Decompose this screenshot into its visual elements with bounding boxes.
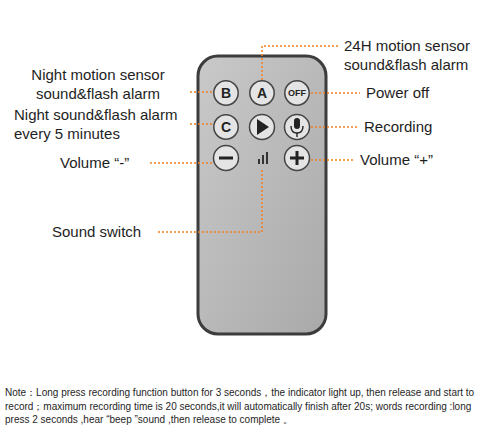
remote-button: B: [213, 80, 239, 106]
callout-label: Power off: [366, 84, 486, 103]
remote-button: C: [213, 114, 239, 140]
callout-label: 24H motion sensor sound&flash alarm: [344, 37, 494, 75]
button-letter: A: [249, 80, 275, 106]
button-letter: B: [213, 80, 239, 106]
leader-lines: [150, 46, 360, 232]
callout-label: Recording: [364, 118, 484, 137]
callout-label: Volume “+”: [360, 151, 480, 170]
sound-switch-icon: [258, 152, 268, 164]
record-button: [285, 115, 310, 140]
note-text: Note：Long press recording function butto…: [5, 386, 495, 427]
callout-label: Volume “-”: [60, 154, 148, 173]
button-letter: OFF: [284, 80, 310, 106]
volume-minus-button: [214, 146, 239, 171]
remote-button: OFF: [284, 80, 310, 106]
remote-button: A: [249, 80, 275, 106]
play-button: [250, 115, 275, 140]
callout-label: Night motion sensor sound&flash alarm: [8, 66, 188, 104]
button-letter: C: [213, 114, 239, 140]
volume-plus-button: [285, 146, 310, 171]
callout-label: Night sound&flash alarm every 5 minutes: [14, 106, 192, 144]
callout-label: Sound switch: [52, 223, 156, 242]
